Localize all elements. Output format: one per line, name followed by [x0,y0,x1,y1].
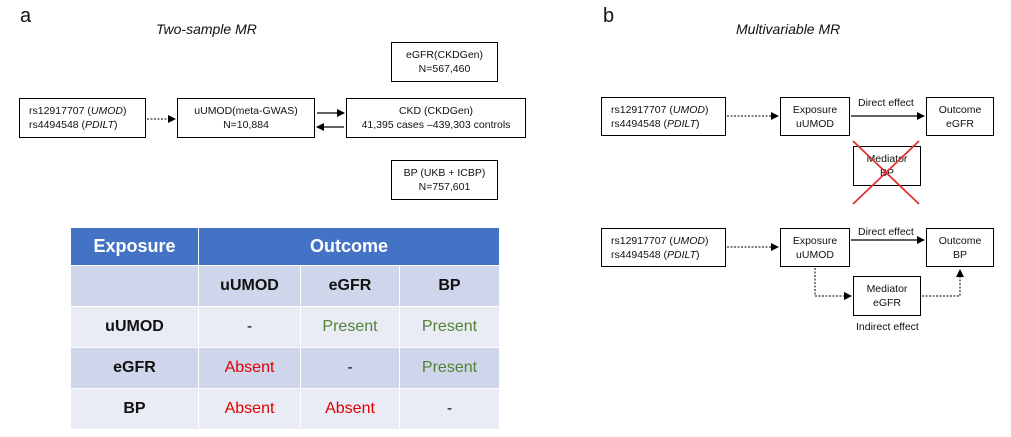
mr-results-table: Exposure Outcome uUMOD eGFR BP uUMOD - P… [71,228,499,429]
instruments-box-b-bottom: rs12917707 (UMOD) rs4494548 (PDILT) [601,228,726,267]
instrument-line-umod: rs12917707 (UMOD) [611,234,709,247]
outcome-label: Outcome [938,234,982,247]
table-cell: - [300,347,400,389]
exposure-name: uUMOD [796,117,834,130]
exposure-name: uUMOD [796,248,834,261]
instruments-box-a: rs12917707 (UMOD) rs4494548 (PDILT) [19,98,146,138]
exposure-box-b-top: Exposure uUMOD [780,97,850,136]
exposure-to-mediator-path [814,268,852,300]
panel-a-label: a [20,5,32,27]
mediator-label: Mediator [866,283,908,295]
bp-name: BP (UKB + ICBP) [403,167,486,179]
mediator-to-outcome-path [922,269,964,297]
mediator-box-b-bottom: Mediator eGFR [853,276,921,316]
ckd-box-a: CKD (CKDGen) 41,395 cases –439,303 contr… [346,98,526,138]
row-header: eGFR [71,347,199,389]
ckd-n: 41,395 cases –439,303 controls [361,119,511,131]
panel-a-title: Two-sample MR [156,21,257,37]
exposure-label: Exposure [792,234,838,247]
table-cell: Present [300,306,400,348]
table-column-row: uUMOD eGFR BP [71,265,499,307]
instrument-line-pdilt: rs4494548 (PDILT) [611,248,700,261]
corner-cell [71,265,199,307]
instruments-box-b-top: rs12917707 (UMOD) rs4494548 (PDILT) [601,97,726,136]
table-row: eGFR Absent - Present [71,347,499,389]
table-row: BP Absent Absent - [71,388,499,429]
table-row: uUMOD - Present Present [71,306,499,348]
table-header-row: Exposure Outcome [71,228,499,266]
egfr-name: eGFR(CKDGen) [405,49,483,61]
outcome-label: Outcome [938,103,982,116]
indirect-effect-label: Indirect effect [856,321,919,333]
direct-effect-label-top: Direct effect [858,97,914,109]
instrument-line-umod: rs12917707 (UMOD) [29,105,127,117]
column-header: eGFR [300,265,400,307]
outcome-box-b-bottom: Outcome BP [926,228,994,267]
table-cell: - [399,388,499,429]
table-cell: Present [399,347,499,389]
column-header: BP [399,265,499,307]
table-cell: Absent [300,388,400,429]
table-cell: - [198,306,301,348]
exposure-n: N=10,884 [223,119,269,131]
row-header: uUMOD [71,306,199,348]
exposure-box-a: uUMOD(meta-GWAS) N=10,884 [177,98,315,138]
instrument-line-pdilt: rs4494548 (PDILT) [611,117,700,130]
table-cell: Absent [198,388,301,429]
mediator-cross-line [852,140,920,205]
bp-n: N=757,601 [418,181,471,193]
column-header: uUMOD [198,265,301,307]
panel-b-title: Multivariable MR [736,21,841,37]
outcome-name: eGFR [945,117,974,130]
table-cell: Absent [198,347,301,389]
row-header: BP [71,388,199,429]
bp-box-a: BP (UKB + ICBP) N=757,601 [391,160,498,200]
exposure-name: uUMOD(meta-GWAS) [194,105,298,117]
egfr-box-a: eGFR(CKDGen) N=567,460 [391,42,498,82]
egfr-n: N=567,460 [418,63,471,75]
instrument-line-pdilt: rs4494548 (PDILT) [29,119,118,131]
header-exposure: Exposure [71,228,199,266]
header-outcome: Outcome [198,228,499,266]
direct-effect-label-bottom: Direct effect [858,226,914,238]
exposure-label: Exposure [792,103,838,116]
table-cell: Present [399,306,499,348]
outcome-name: BP [952,248,967,261]
panel-b-label: b [603,5,615,27]
mediator-name: eGFR [872,297,901,309]
instrument-line-umod: rs12917707 (UMOD) [611,103,709,116]
exposure-box-b-bottom: Exposure uUMOD [780,228,850,267]
ckd-name: CKD (CKDGen) [398,105,474,117]
outcome-box-b-top: Outcome eGFR [926,97,994,136]
